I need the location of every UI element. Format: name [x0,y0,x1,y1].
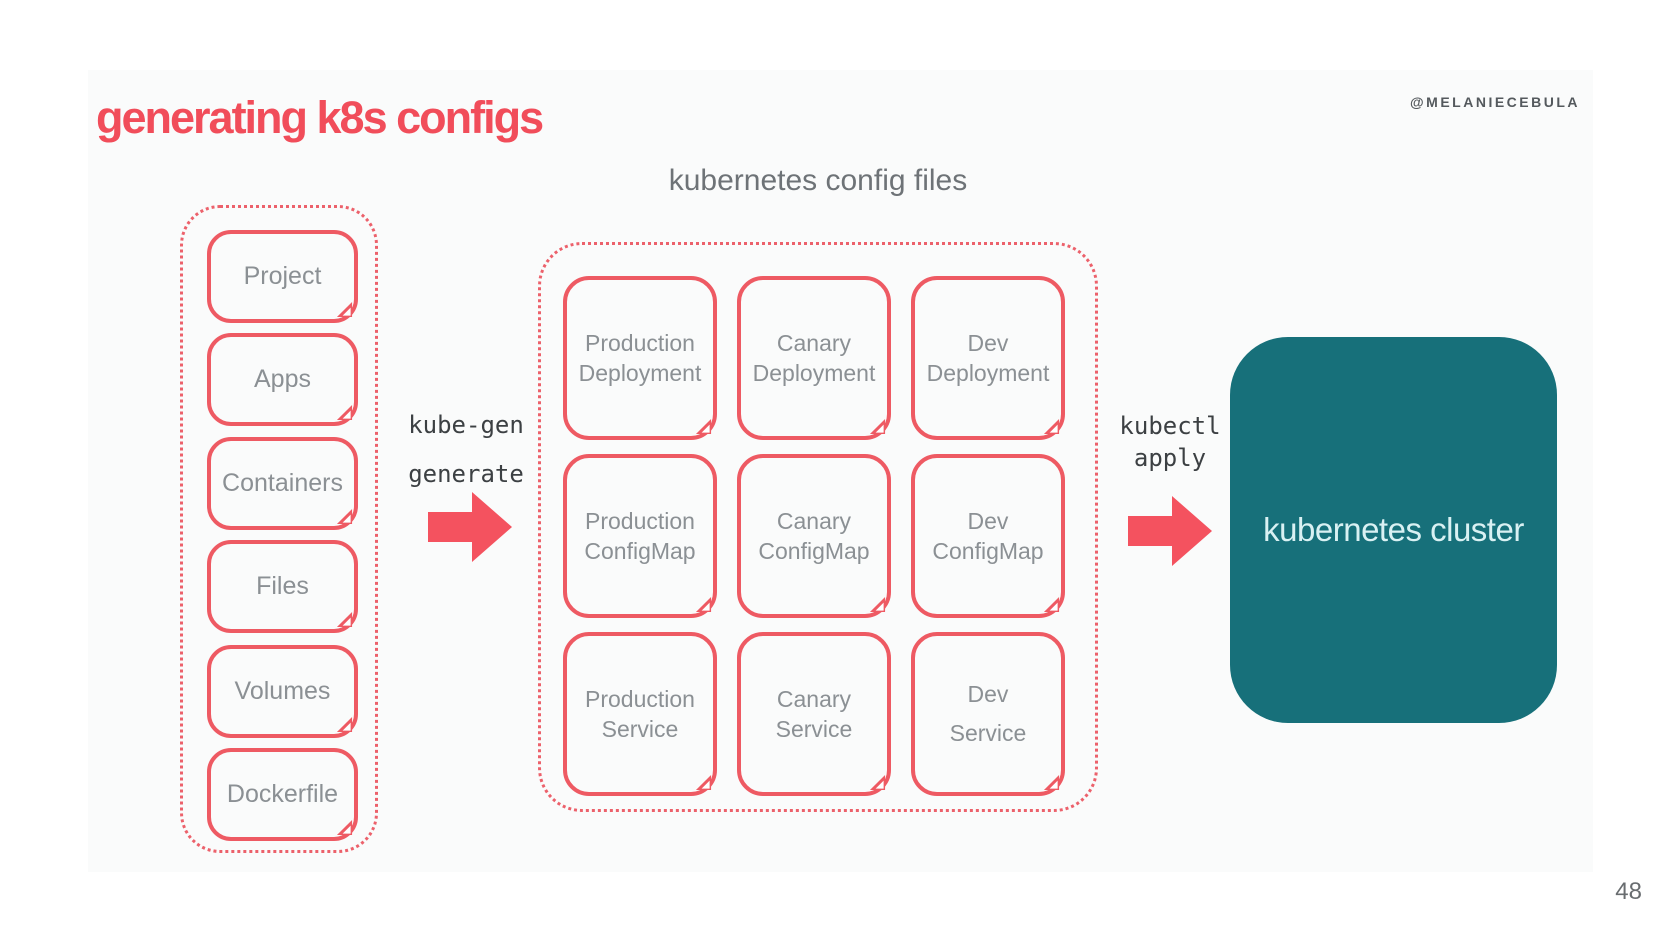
generate-arrow-icon [428,492,512,562]
apply-label-line: apply [1133,444,1207,472]
folded-corner-icon [336,404,353,421]
folded-corner-icon [869,774,886,791]
configs-group-title: kubernetes config files [668,164,968,197]
folded-corner-icon [695,596,712,613]
folded-corner-icon [336,716,353,733]
folded-corner-icon [1043,774,1060,791]
apply-arrow-icon [1128,496,1212,566]
folded-corner-icon [336,819,353,836]
author-handle: @MELANIECEBULA [1410,94,1580,110]
input-box-label: Project [243,262,322,290]
folded-corner-icon [336,301,353,318]
folded-corner-icon [336,611,353,628]
folded-corner-icon [869,596,886,613]
input-box-label: Files [256,572,309,600]
cluster-label: kubernetes cluster [1263,511,1524,548]
folded-corner-icon [1043,596,1060,613]
kubernetes-cluster-box: kubernetes cluster [1230,337,1557,723]
input-box-project: Project [207,230,358,323]
inputs-group-border [180,205,378,853]
input-box-volumes: Volumes [207,645,358,738]
generate-label-line: generate [408,460,524,488]
input-box-apps: Apps [207,333,358,426]
configs-group-border [538,242,1098,812]
input-box-label: Apps [254,365,311,393]
input-box-containers: Containers [207,437,358,530]
kube-gen-label-line: kube-gen [408,411,524,439]
page-title: generating k8s configs [96,92,544,143]
page-number: 48 [1615,878,1642,905]
input-box-label: Dockerfile [226,780,339,808]
kubectl-label-line: kubectl [1119,412,1221,440]
kubectl-apply-label: kubectl apply [1104,410,1236,474]
input-box-files: Files [207,540,358,633]
folded-corner-icon [695,774,712,791]
folded-corner-icon [1043,418,1060,435]
input-box-label: Containers [222,469,343,497]
folded-corner-icon [336,508,353,525]
input-box-dockerfile: Dockerfile [207,748,358,841]
folded-corner-icon [869,418,886,435]
input-box-label: Volumes [234,677,331,705]
folded-corner-icon [695,418,712,435]
kube-gen-generate-label: kube-gen generate [396,401,536,499]
